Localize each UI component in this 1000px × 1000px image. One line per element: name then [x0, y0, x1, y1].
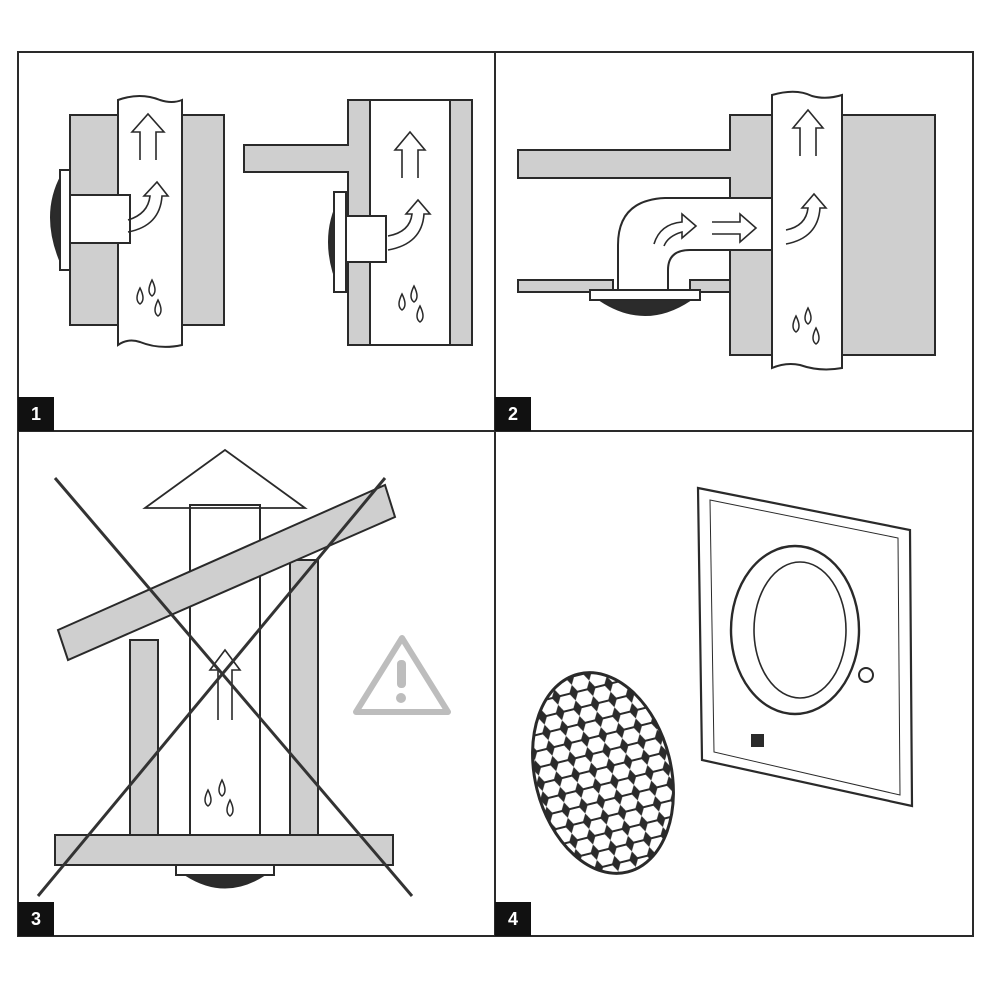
panel-2-ceiling-duct	[517, 90, 936, 371]
panel-label-4: 4	[495, 902, 531, 936]
moisture-drops-icon	[398, 284, 424, 323]
panel-1-wall-fans	[50, 95, 473, 348]
flow-arrow-icon	[653, 108, 828, 247]
panel-4-fan-parts	[531, 486, 914, 875]
prohibited-cross-icon	[36, 477, 414, 897]
moisture-drops-icon	[204, 778, 234, 817]
panel-3-incorrect	[36, 448, 451, 897]
flow-arrow-icon	[127, 112, 170, 233]
warning-triangle-icon	[353, 635, 451, 715]
moisture-drops-icon	[792, 306, 820, 345]
flow-arrow-icon	[387, 130, 432, 251]
panel-label-3: 3	[18, 902, 54, 936]
moisture-drops-icon	[136, 278, 162, 317]
panel-label-1: 1	[18, 397, 54, 431]
panel-label-2: 2	[495, 397, 531, 431]
honeycomb-grille	[531, 671, 675, 875]
